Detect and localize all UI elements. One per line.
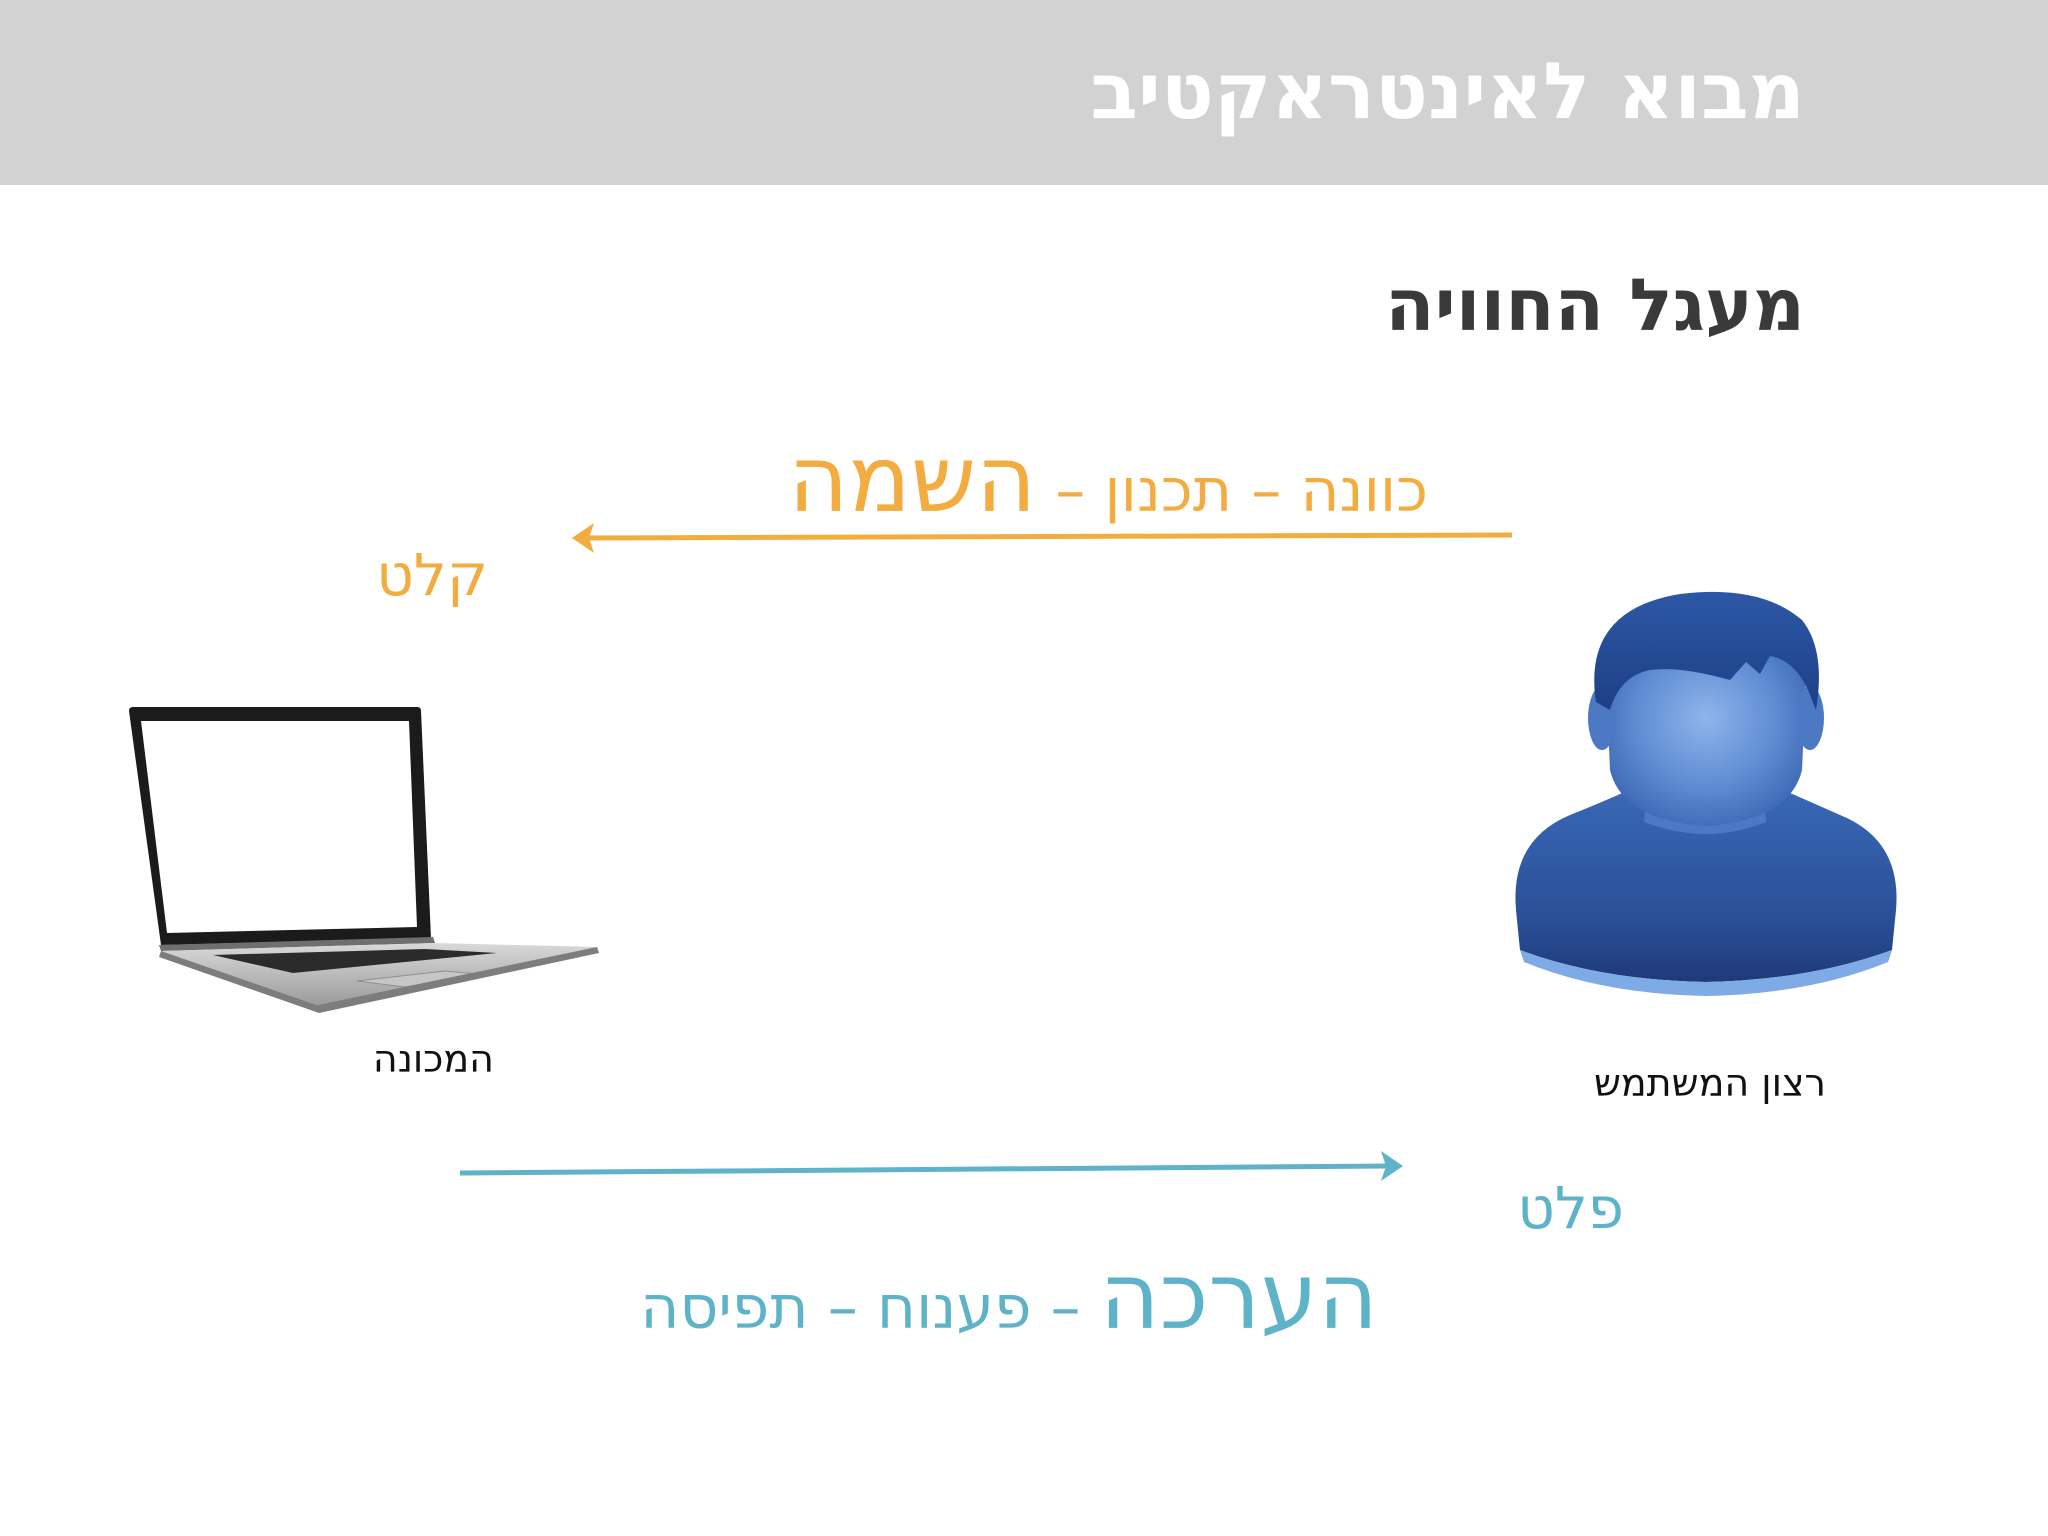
page-title: מבוא לאינטראקטיב: [1090, 47, 1805, 137]
laptop-icon: [129, 707, 599, 1013]
evaluation-flow-arrow: [459, 1151, 1403, 1181]
slide-subtitle: מעגל החוויה: [1385, 263, 1805, 347]
input-label: קלט: [376, 541, 488, 609]
action-process-emphasis: השמה: [788, 426, 1037, 533]
user-caption: רצון המשתמש: [1593, 1061, 1826, 1105]
action-process-line: כוונה – תכנון – השמה: [788, 430, 1428, 541]
evaluation-process-emphasis: הערכה: [1099, 1243, 1378, 1350]
action-process-steps: כוונה – תכנון –: [1036, 456, 1428, 526]
output-label: פלט: [1517, 1174, 1624, 1242]
user-silhouette-icon: [1515, 591, 1897, 996]
evaluation-process-line: הערכה – פענוח – תפיסה: [640, 1242, 1378, 1363]
action-arrowhead: [572, 523, 594, 553]
evaluation-process-steps: – פענוח – תפיסה: [640, 1273, 1100, 1343]
header-bar: מבוא לאינטראקטיב: [0, 0, 2048, 185]
machine-caption: המכונה: [372, 1037, 494, 1081]
evaluation-arrowhead: [1381, 1151, 1403, 1181]
